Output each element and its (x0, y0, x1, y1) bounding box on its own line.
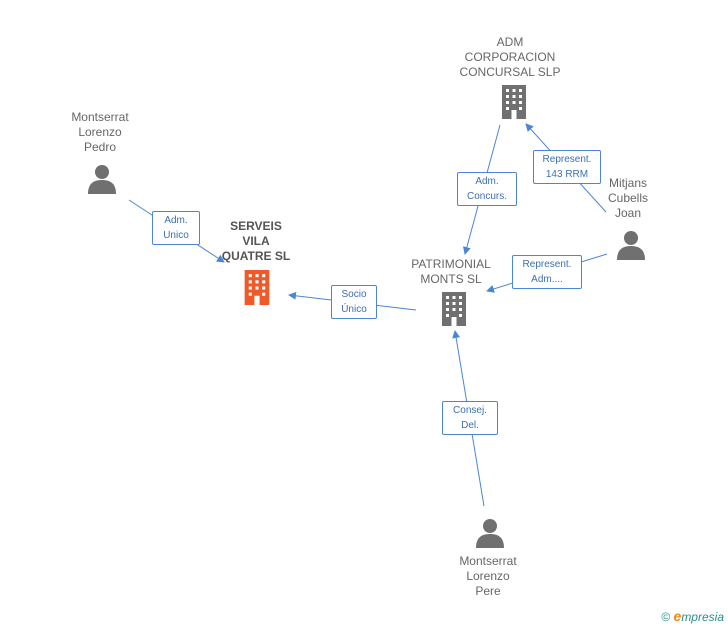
relation-line: Unico (163, 230, 189, 241)
relation-line: 143 RRM (545, 169, 589, 180)
relation-line: Adm.... (531, 274, 563, 285)
relation-line: Adm. (164, 215, 188, 226)
label-line: Pedro (83, 140, 117, 154)
relation-line: Concurs. (466, 191, 507, 202)
relation-line: Represent. (522, 259, 572, 270)
label-line: Mitjans (608, 176, 647, 190)
label-line: ADM (496, 35, 524, 49)
relation-line: Represent. (542, 154, 592, 165)
label-line: VILA (242, 234, 270, 248)
building-icon[interactable] (439, 292, 469, 326)
label-line: MONTS SL (420, 272, 482, 286)
relation-badge-consej-del[interactable]: Consej. Del. (442, 401, 498, 435)
relation-badge-adm-concurs[interactable]: Adm. Concurs. (457, 172, 517, 206)
relation-line: Adm. (475, 176, 499, 187)
relation-line: Único (341, 304, 367, 315)
label-line: CORPORACION (464, 50, 556, 64)
relation-line: Socio (341, 289, 367, 300)
node-label-patrimonial-monts[interactable]: PATRIMONIAL MONTS SL (401, 257, 501, 287)
building-icon[interactable] (241, 270, 273, 305)
node-label-mitjans-cubells[interactable]: Mitjans Cubells Joan (588, 176, 668, 221)
label-line: Pere (475, 584, 501, 598)
label-line: PATRIMONIAL (411, 257, 491, 271)
node-label-montserrat-pedro[interactable]: Montserrat Lorenzo Pedro (50, 110, 150, 155)
relation-badge-represent-adm[interactable]: Represent. Adm.... (512, 255, 582, 289)
node-label-serveis-vila[interactable]: SERVEIS VILA QUATRE SL (206, 219, 306, 264)
label-line: Montserrat (459, 554, 517, 568)
person-icon[interactable] (87, 164, 117, 194)
label-line: QUATRE SL (221, 249, 291, 263)
relation-line: Consej. (453, 405, 487, 416)
label-line: CONCURSAL SLP (459, 65, 561, 79)
label-line: Lorenzo (78, 125, 122, 139)
brand-name: mpresia (681, 610, 724, 624)
building-icon[interactable] (499, 85, 529, 119)
label-line: Lorenzo (466, 569, 510, 583)
label-line: Montserrat (71, 110, 129, 124)
footer-watermark: © empresia (661, 608, 724, 624)
copyright-icon: © (661, 610, 671, 624)
node-label-montserrat-pere[interactable]: Montserrat Lorenzo Pere (438, 554, 538, 599)
relation-badge-adm-unico[interactable]: Adm. Unico (152, 211, 200, 245)
relation-line: Del. (461, 420, 479, 431)
person-icon[interactable] (616, 230, 646, 260)
label-line: SERVEIS (230, 219, 282, 233)
relation-badge-socio-unico[interactable]: Socio Único (331, 285, 377, 319)
brand-initial: e (673, 608, 682, 624)
relation-badge-represent-143[interactable]: Represent. 143 RRM (533, 150, 601, 184)
person-icon[interactable] (475, 518, 505, 548)
label-line: Cubells (607, 191, 649, 205)
label-line: Joan (614, 206, 642, 220)
node-label-adm-corporacion[interactable]: ADM CORPORACION CONCURSAL SLP (450, 35, 570, 80)
